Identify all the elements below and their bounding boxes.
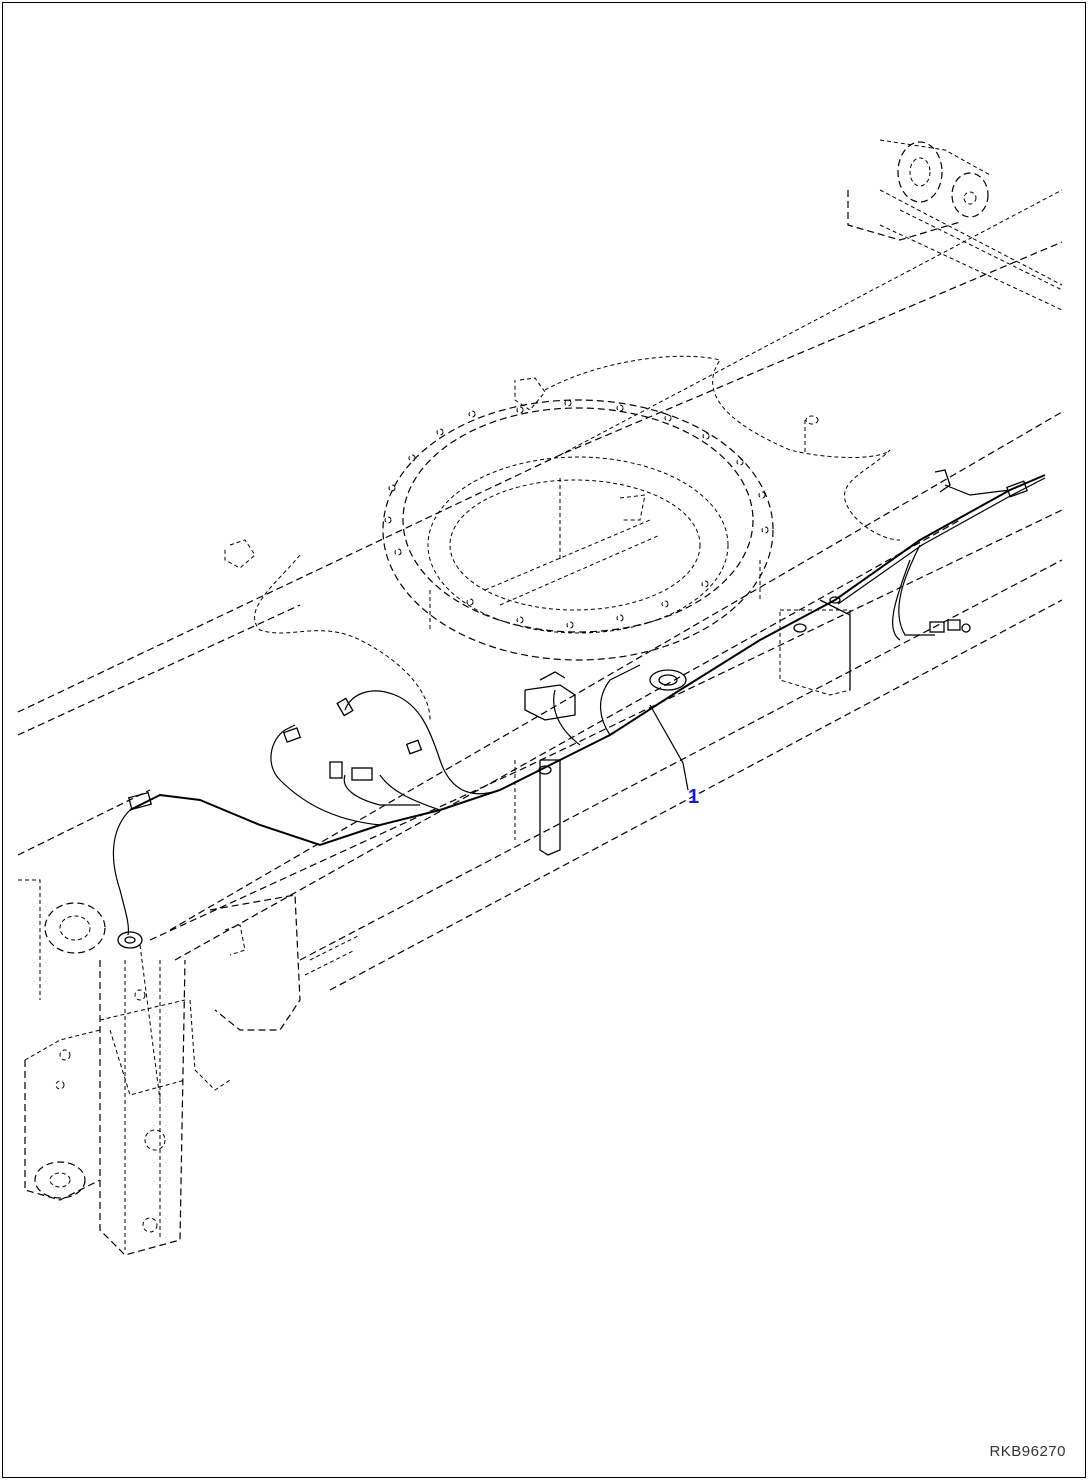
upper-plate-outline: [224, 355, 901, 721]
drawing-reference-code: RKB96270: [989, 1443, 1066, 1460]
callout-leader-1: [649, 704, 689, 791]
swing-circle-ring: [382, 399, 774, 661]
mounting-bracket-center: [514, 599, 851, 856]
frame-rails: [17, 189, 1063, 1101]
wiring-harness: [112, 469, 1046, 949]
rear-hitch-bracket: [847, 139, 1063, 286]
front-pillar-assembly: [18, 879, 361, 1256]
callout-label-1: 1: [688, 786, 700, 808]
